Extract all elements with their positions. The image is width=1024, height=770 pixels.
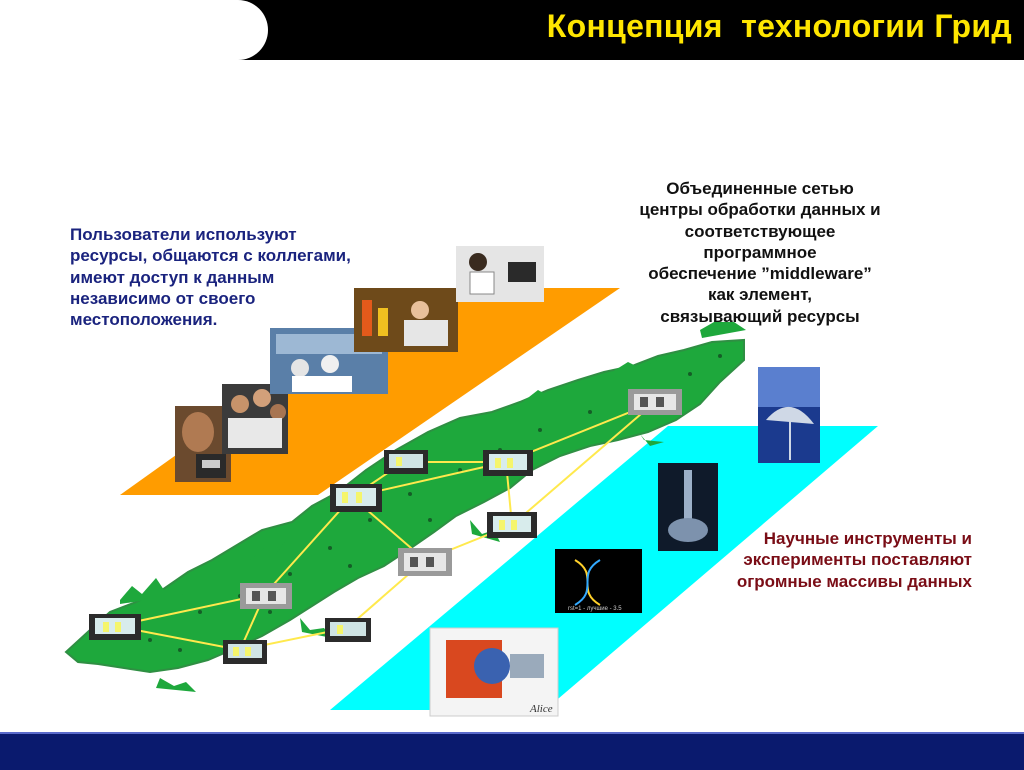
- header-logo-tab: [0, 0, 268, 60]
- tape-drive-icon: [398, 548, 452, 576]
- photo-chemistry-lab: [354, 288, 458, 352]
- centers-line-3: соответствующее: [684, 221, 836, 241]
- monitor-icon: [325, 618, 371, 642]
- instrument-photos: rst=1 - лучшие - 3.5 Alice: [429, 367, 820, 717]
- photo-dna: rst=1 - лучшие - 3.5: [555, 549, 642, 613]
- users-line-5: местоположения.: [70, 310, 218, 329]
- centers-line-1: Объединенные сетью: [666, 179, 854, 198]
- monitor-icon: [487, 512, 537, 538]
- photo-detector: Alice: [429, 627, 559, 717]
- users-line-2: ресурсы, общаются с коллегами,: [70, 246, 351, 266]
- monitor-icon: [330, 484, 382, 512]
- users-line-1: Пользователи используют: [70, 225, 297, 244]
- instruments-line-1: Научные инструменты и: [763, 529, 972, 548]
- tape-drive-icon: [628, 389, 682, 415]
- user-photos: [175, 246, 544, 482]
- storage-nodes: [240, 389, 682, 609]
- centers-line-2: центры обработки данных и: [639, 200, 881, 220]
- photo-satellite-dish: [758, 367, 820, 463]
- dna-caption: rst=1 - лучшие - 3.5: [568, 606, 622, 612]
- centers-description: Объединенные сетью центры обработки данн…: [605, 178, 915, 327]
- tape-drive-icon: [240, 583, 292, 609]
- instruments-description: Научные инструменты и эксперименты поста…: [680, 528, 972, 592]
- slide-title: Концепция технологии Грид: [546, 8, 1012, 44]
- instruments-line-3: огромные массивы данных: [736, 571, 972, 591]
- photo-office-computer: [456, 246, 544, 302]
- users-line-4: независимо от своего: [70, 288, 256, 308]
- footer-bar: [0, 732, 1024, 770]
- centers-line-7: связывающий ресурсы: [660, 306, 860, 326]
- detector-logo: Alice: [529, 703, 553, 715]
- centers-line-5: обеспечение ”middleware”: [648, 264, 872, 283]
- data-center-nodes: [89, 450, 537, 664]
- photo-students-group: [222, 384, 288, 454]
- users-description: Пользователи используют ресурсы, общаютс…: [70, 224, 410, 330]
- photo-microscope-user: [175, 406, 231, 482]
- monitor-icon: [483, 450, 533, 476]
- monitor-icon: [89, 614, 141, 640]
- instruments-line-2: эксперименты поставляют: [743, 550, 972, 570]
- photo-xray: [658, 463, 718, 551]
- users-line-3: имеют доступ к данным: [70, 267, 275, 287]
- centers-line-4: программное: [703, 242, 817, 262]
- centers-line-6: как элемент,: [707, 285, 813, 305]
- monitor-icon: [223, 640, 267, 664]
- monitor-icon: [384, 450, 428, 474]
